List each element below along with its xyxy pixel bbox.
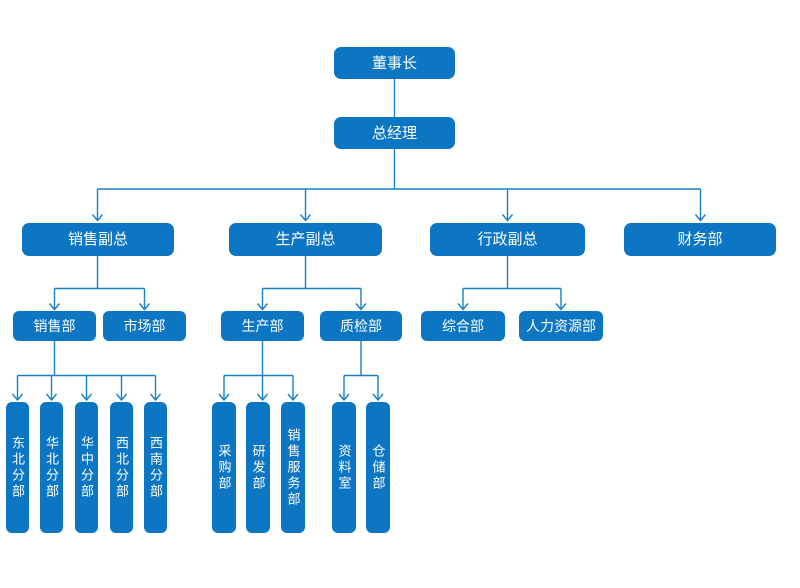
org-node-archives-room: 资料室 (332, 402, 356, 533)
org-node-qc-dept: 质检部 (320, 311, 402, 341)
org-node-production-dept: 生产部 (221, 311, 304, 341)
org-node-finance-dept: 财务部 (624, 223, 776, 256)
org-node-sales-vp: 销售副总 (22, 223, 174, 256)
org-node-northeast-branch: 东北分部 (6, 402, 29, 533)
org-node-admin-vp: 行政副总 (430, 223, 585, 256)
org-node-chairman: 董事长 (334, 47, 455, 79)
org-node-hr-dept: 人力资源部 (519, 311, 603, 341)
org-node-purchasing-dept: 采购部 (212, 402, 236, 533)
org-node-rd-dept: 研发部 (246, 402, 270, 533)
org-node-sales-dept: 销售部 (13, 311, 96, 341)
org-node-central-china-branch: 华中分部 (75, 402, 98, 533)
org-node-production-vp: 生产副总 (229, 223, 382, 256)
org-node-market-dept: 市场部 (103, 311, 186, 341)
org-node-northwest-branch: 西北分部 (110, 402, 133, 533)
org-node-general-affairs-dept: 综合部 (421, 311, 505, 341)
org-node-warehouse-dept: 仓储部 (366, 402, 390, 533)
org-node-southwest-branch: 西南分部 (144, 402, 167, 533)
org-node-north-china-branch: 华北分部 (40, 402, 63, 533)
org-node-sales-service-dept: 销售服务部 (281, 402, 305, 533)
org-node-general-manager: 总经理 (334, 117, 455, 149)
